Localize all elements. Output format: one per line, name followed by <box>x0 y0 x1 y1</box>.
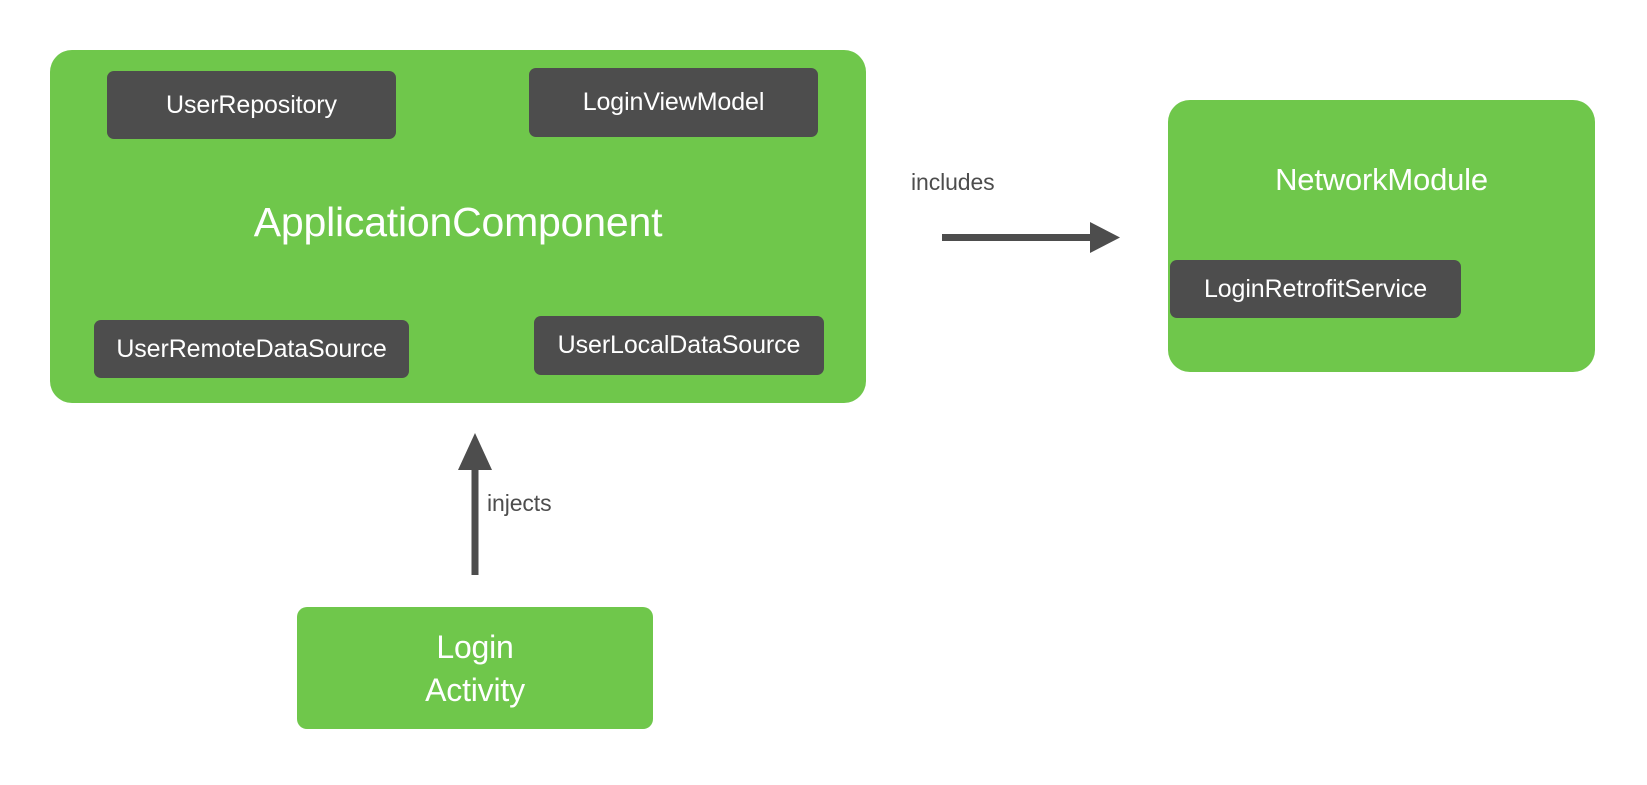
chip-login-retrofit-service[interactable]: LoginRetrofitService <box>1170 260 1461 318</box>
chip-user-repository[interactable]: UserRepository <box>107 71 396 139</box>
login-activity-title-line1: Login <box>436 628 514 665</box>
login-activity-title: Login Activity <box>297 608 653 730</box>
application-component-title: ApplicationComponent <box>253 199 663 245</box>
edge-includes-arrow-icon <box>942 222 1120 253</box>
node-network-module[interactable] <box>1168 100 1595 372</box>
chip-user-remote-data-source[interactable]: UserRemoteDataSource <box>94 320 409 378</box>
edge-injects-arrow-icon <box>458 433 492 575</box>
node-login-activity[interactable] <box>297 607 653 729</box>
chip-login-view-model[interactable]: LoginViewModel <box>529 68 818 137</box>
chip-user-local-data-source[interactable]: UserLocalDataSource <box>534 316 824 375</box>
edge-label-includes: includes <box>911 169 995 195</box>
login-activity-title-line2: Activity <box>425 672 525 708</box>
network-module-title: NetworkModule <box>1275 162 1488 197</box>
edge-label-injects: injects <box>487 490 552 516</box>
